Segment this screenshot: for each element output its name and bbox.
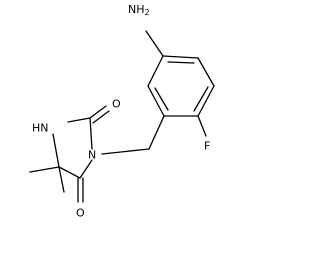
bond-ring-c1-ch2: [147, 55, 164, 87]
bond-c2-o-b: [92, 110, 110, 124]
ring-n-label: N: [88, 149, 96, 162]
molecule-structure: NH2 F O O HN N: [29, 3, 215, 220]
ring-nh-label: HN: [32, 122, 49, 135]
bond-c3-ch2: [148, 115, 165, 150]
bond-c2-nh: [67, 117, 91, 123]
bond-ch2-n: [101, 148, 150, 155]
amine-label: NH2: [128, 3, 150, 17]
carbonyl-oxygen-bottom: O: [76, 207, 85, 220]
carbonyl-oxygen-top: O: [112, 98, 121, 111]
bond-ring-c5-c4-inner: [193, 86, 209, 112]
bond-c2-o-a: [89, 105, 107, 119]
bond-c5-methyl-2: [58, 166, 65, 193]
bond-nh-c5: [52, 133, 60, 168]
amine-subscript: 2: [145, 8, 150, 17]
bond-ring-c1-c6: [162, 55, 199, 59]
bond-ring-c6-c5: [197, 57, 215, 87]
bond-ring-c3-c2: [147, 85, 165, 117]
bond-c4-n: [79, 159, 93, 179]
bond-c5-c4: [58, 166, 81, 179]
bond-ring-c5-c4: [197, 85, 215, 117]
fluorine-label: F: [204, 140, 210, 153]
bond-ring-c1-c6-inner: [167, 61, 195, 64]
bond-ch2-nh2: [145, 30, 164, 57]
amine-n-label: NH: [128, 3, 145, 16]
bond-ring-c3-c2-inner: [154, 87, 169, 111]
bond-n-c2: [89, 117, 93, 150]
bond-c5-methyl-1: [29, 166, 60, 173]
bond-c4-f: [197, 115, 207, 137]
